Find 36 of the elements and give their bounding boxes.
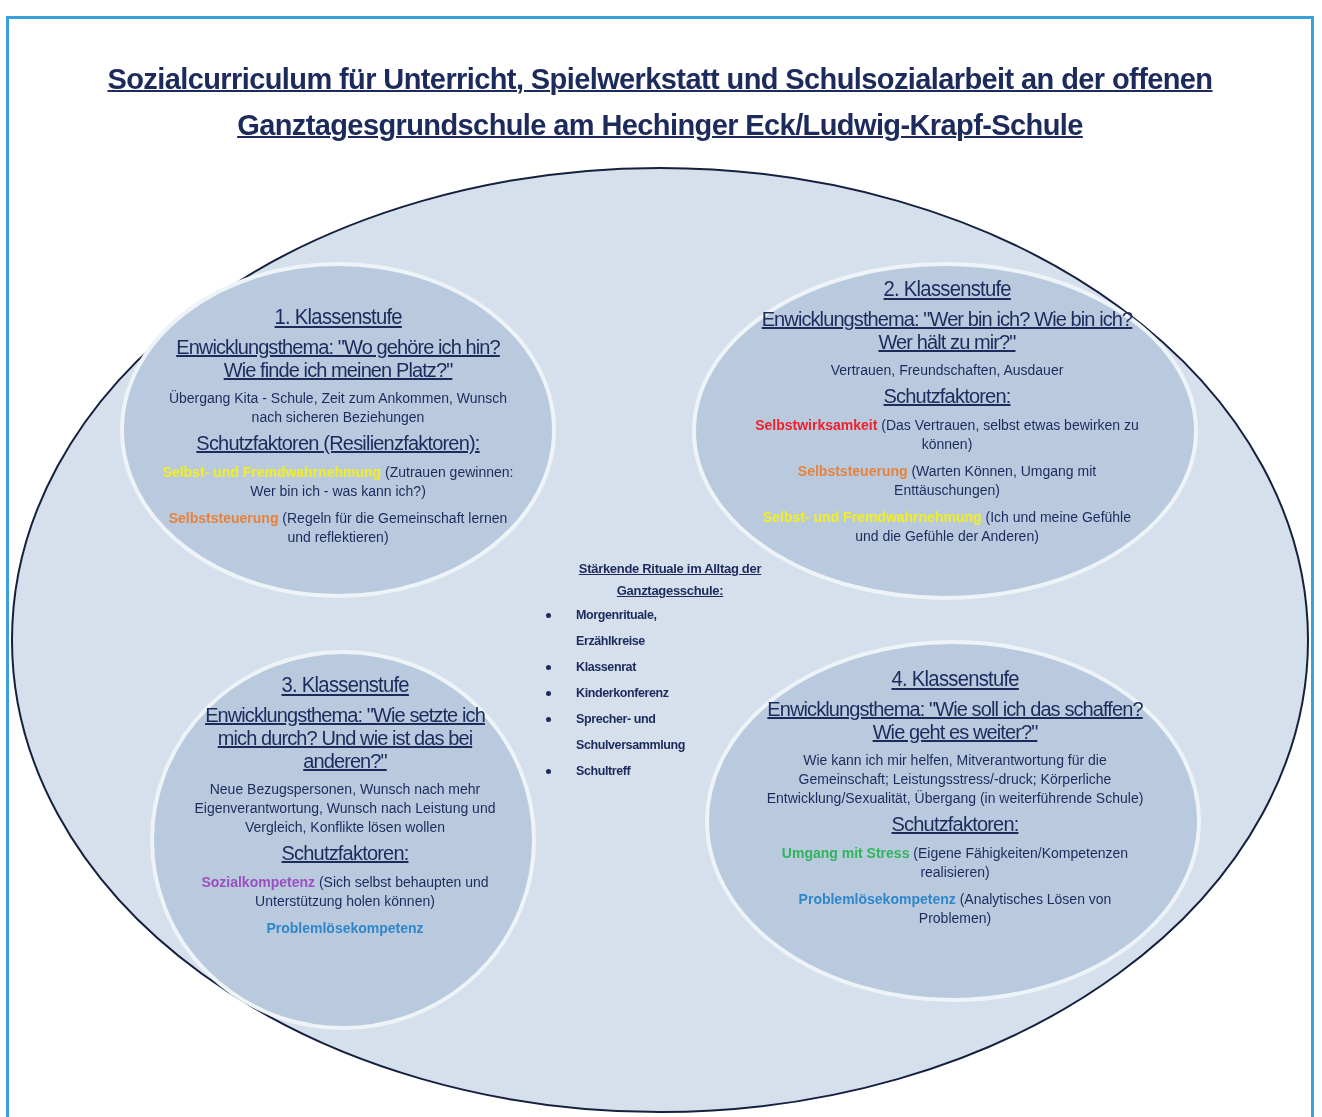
development-theme: Enwicklungsthema: "Wer bin ich? Wie bin ich? Wer hält zu mir?": [760, 308, 1134, 354]
description-text: Übergang Kita - Schule, Zeit zum Ankommen, Wunsch nach sicheren Beziehungen: [167, 389, 509, 427]
protective-factor: Problemlösekompetenz (Analytisches Lösen von Problemen): [797, 890, 1113, 928]
protective-factor: Umgang mit Stress (Eigene Fähigkeiten/Kompetenzen realisieren): [780, 844, 1130, 882]
description-text: Neue Bezugspersonen, Wunsch nach mehr Eigenverantwortung, Wunsch nach Leistung und Vergleich, Konflikte lösen wollen: [193, 780, 497, 837]
description-text: Vertrauen, Freundschaften, Ausdauer: [830, 361, 1064, 380]
development-theme: Enwicklungsthema: "Wie setzte ich mich durch? Und wie ist das bei anderen?": [204, 704, 486, 773]
protective-factor: Selbststeuerung (Warten Können, Umgang mit Enttäuschungen): [796, 462, 1098, 500]
ritual-item: Klassenrat: [576, 660, 636, 674]
ritual-item: Morgenrituale, Erzählkreise: [576, 608, 657, 648]
protective-factor: Selbststeuerung (Regeln für die Gemeinschaft lernen und reflektieren): [167, 509, 509, 547]
diagram-title: Sozialcurriculum für Unterricht, Spielwerkstatt und Schulsozialarbeit an der offenen Ganztagesgrundschule am Hechinger Eck/Ludwig-Krapf-Schule: [106, 62, 1214, 143]
grade-ellipse: [705, 640, 1201, 1002]
grade-heading: 3. Klassenstufe: [281, 672, 409, 698]
protective-factors-heading: Schutzfaktoren:: [883, 385, 1011, 408]
grade-heading: 1. Klassenstufe: [274, 304, 402, 330]
ritual-item: Schultreff: [576, 764, 631, 778]
protective-factors-heading: Schutzfaktoren (Resilienzfaktoren):: [196, 432, 480, 455]
ritual-item: Sprecher- und Schulversammlung: [576, 712, 685, 752]
rituals-heading: Stärkende Rituale im Alltag der Ganztagesschule:: [577, 560, 763, 600]
development-theme: Enwicklungsthema: "Wo gehöre ich hin? Wie finde ich meinen Platz?": [175, 336, 501, 382]
description-text: Wie kann ich mir helfen, Mitverantwortung für die Gemeinschaft; Leistungsstress/-druck; Körperliche Entwicklung/Sexualität, Übergang (in weiterführende Schule): [765, 751, 1145, 808]
ritual-item: Kinderkonferenz: [576, 686, 669, 700]
grade-ellipse: [120, 262, 556, 598]
protective-factors-heading: Schutzfaktoren:: [281, 842, 409, 865]
grade-ellipse: [150, 650, 536, 1030]
protective-factor: Selbst- und Fremdwahrnehmung (Ich und meine Gefühle und die Gefühle der Anderen): [762, 508, 1132, 546]
protective-factor: Sozialkompetenz (Sich selbst behaupten und Unterstützung holen können): [200, 873, 490, 911]
development-theme: Enwicklungsthema: "Wie soll ich das schaffen? Wie geht es weiter?": [766, 698, 1144, 744]
protective-factor: Selbst- und Fremdwahrnehmung (Zutrauen gewinnen: Wer bin ich - was kann ich?): [161, 463, 515, 501]
grade-heading: 2. Klassenstufe: [883, 276, 1011, 302]
grade-heading: 4. Klassenstufe: [891, 666, 1019, 692]
protective-factor: Selbstwirksamkeit (Das Vertrauen, selbst etwas bewirken zu können): [754, 416, 1140, 454]
outer-ellipse: [10, 166, 1310, 1114]
protective-factors-heading: Schutzfaktoren:: [891, 813, 1019, 836]
protective-factor: Problemlösekompetenz: [266, 919, 424, 938]
